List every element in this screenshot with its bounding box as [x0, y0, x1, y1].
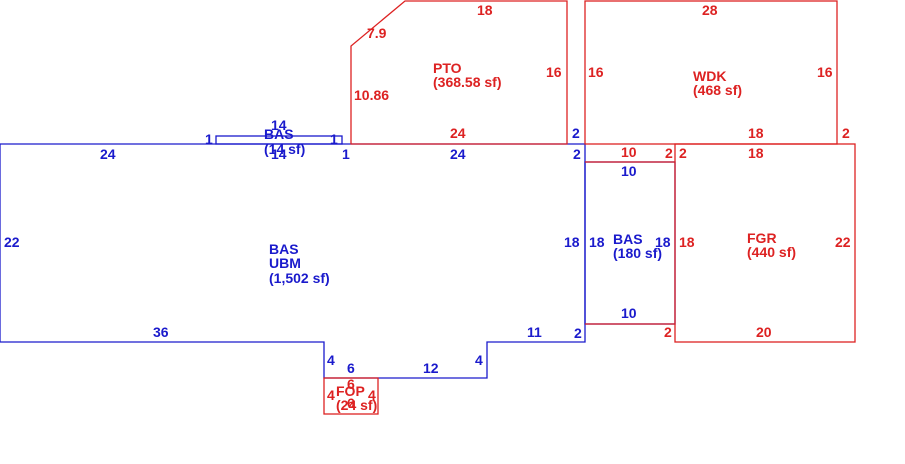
dim-bas-small-left: 1 — [205, 131, 213, 147]
dim-fgr-top-left: 10 — [621, 144, 637, 160]
fop-code: FOP — [336, 383, 365, 399]
fop-area: (24 sf) — [336, 397, 377, 413]
dim-pto-right: 16 — [546, 64, 562, 80]
dim-bas-mid-bottom: 10 — [621, 305, 637, 321]
fgr-code: FGR — [747, 230, 777, 246]
dim-bas-notch-right: 4 — [475, 352, 483, 368]
dim-wdk-left: 16 — [588, 64, 604, 80]
dim-fgr-top-corner2: 2 — [679, 145, 687, 161]
dim-bas-small-right: 1 — [330, 131, 338, 147]
dim-fgr-top: 18 — [748, 145, 764, 161]
dim-fgr-bottom: 20 — [756, 324, 772, 340]
fgr-area: (440 sf) — [747, 244, 796, 260]
dim-pto-bottom-right: 2 — [572, 125, 580, 141]
dim-bas-notch-bottom: 12 — [423, 360, 439, 376]
bas-main-area: (1,502 sf) — [269, 270, 330, 286]
pto-outline — [350, 0, 568, 145]
dim-bas-top-right: 24 — [450, 146, 466, 162]
dim-fgr-left: 18 — [679, 234, 695, 250]
dim-pto-bottom: 24 — [450, 125, 466, 141]
fgr-outline — [674, 143, 856, 343]
dim-pto-top: 18 — [477, 2, 493, 18]
dim-pto-diag: 7.9 — [367, 25, 387, 41]
dim-bas-top-left: 24 — [100, 146, 116, 162]
bas-small-outline — [215, 135, 343, 145]
dim-fop-left: 4 — [327, 387, 335, 403]
wdk-area: (468 sf) — [693, 82, 742, 98]
dim-fgr-right: 22 — [835, 234, 851, 250]
dim-fgr-top-corner: 2 — [665, 145, 673, 161]
dim-bas-step-top: 2 — [573, 146, 581, 162]
dim-bas-right-bottom: 11 — [527, 324, 542, 340]
bas-small-code: BAS — [264, 126, 294, 142]
dim-bas-step-right: 2 — [574, 325, 582, 341]
wdk-code: WDK — [693, 68, 726, 84]
dim-bas-small-top: 14 — [271, 117, 287, 133]
dim-fop-bottom: 6 — [347, 395, 355, 411]
fop-outline — [323, 377, 379, 415]
dim-bas-top-small: 1 — [342, 146, 350, 162]
pto-code: PTO — [433, 60, 462, 76]
bas-mid-area: (180 sf) — [613, 245, 662, 261]
bas-small-area: (14 sf) — [264, 141, 305, 157]
dim-wdk-bottom: 18 — [748, 125, 764, 141]
dim-fop-top: 6 — [347, 376, 355, 392]
dim-wdk-bottom-right: 2 — [842, 125, 850, 141]
dim-bas-left: 22 — [4, 234, 20, 250]
pto-area: (368.58 sf) — [433, 74, 501, 90]
dim-bas-right: 18 — [564, 234, 580, 250]
bas-mid-code: BAS — [613, 231, 643, 247]
dim-wdk-top: 28 — [702, 2, 718, 18]
dim-pto-left: 10.86 — [354, 87, 389, 103]
bas-main-code2: UBM — [269, 255, 301, 271]
dim-fgr-bottom-corner: 2 — [664, 324, 672, 340]
bas-main-code: BAS — [269, 241, 299, 257]
dim-bas-fop-top: 6 — [347, 360, 355, 376]
dim-bas-notch-left: 4 — [327, 352, 335, 368]
dim-bas-mid-left: 18 — [589, 234, 605, 250]
dim-bas-bottom-left: 36 — [153, 324, 169, 340]
dim-bas-small-bottom: 14 — [271, 146, 287, 162]
dim-wdk-right: 16 — [817, 64, 833, 80]
dim-fop-right: 4 — [368, 387, 376, 403]
dim-bas-mid-top: 10 — [621, 163, 637, 179]
dim-bas-mid-right: 18 — [655, 234, 671, 250]
